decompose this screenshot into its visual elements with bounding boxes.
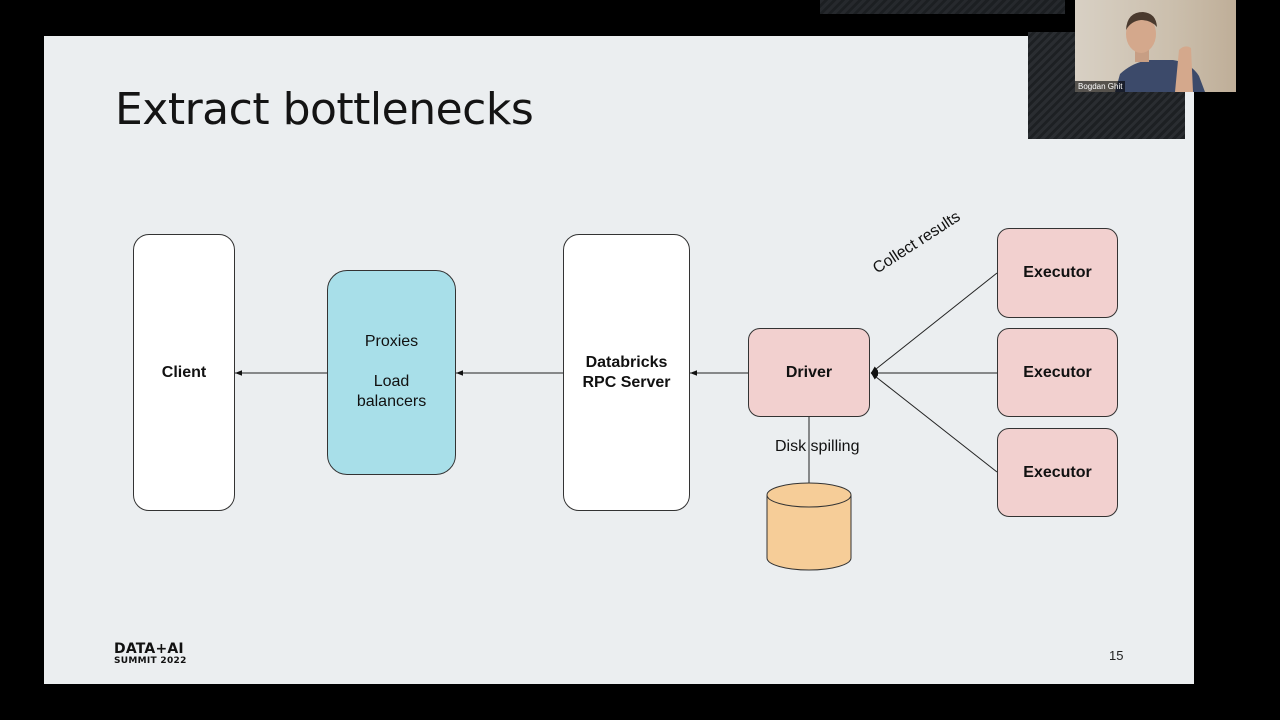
- page-number: 15: [1109, 648, 1124, 663]
- presentation-slide: Extract bottlenecks Client Proxies Load …: [44, 36, 1194, 684]
- speaker-video-tile[interactable]: Bogdan Ghit: [1075, 0, 1236, 92]
- driver-box: Driver: [748, 328, 870, 417]
- speaker-avatar-icon: [1115, 12, 1205, 92]
- arrow-executor-1-to-driver: [870, 272, 998, 374]
- executor-label: Executor: [1023, 264, 1092, 281]
- video-strip-fragment: [820, 0, 1065, 14]
- rpc-server-box: Databricks RPC Server: [563, 234, 690, 511]
- slide-title: Extract bottlenecks: [115, 84, 534, 135]
- arrow-executor-3-to-driver: [870, 372, 998, 473]
- disk-spilling-label: Disk spilling: [775, 438, 860, 455]
- load-balancers-label: Load balancers: [356, 373, 427, 410]
- client-box: Client: [133, 234, 235, 511]
- diagram-connectors: [235, 272, 998, 571]
- rpc-server-label: Databricks RPC Server: [582, 353, 671, 391]
- proxies-box: Proxies Load balancers: [327, 270, 456, 475]
- driver-label: Driver: [785, 363, 833, 381]
- proxies-label: Proxies: [364, 333, 419, 350]
- executor-box-2: Executor: [997, 328, 1118, 417]
- logo-line-1: DATA+AI: [114, 641, 184, 657]
- client-label: Client: [161, 363, 207, 381]
- logo-line-2: SUMMIT 2022: [114, 656, 187, 666]
- executor-label: Executor: [1023, 363, 1092, 381]
- speaker-name-tag: Bogdan Ghit: [1075, 81, 1126, 92]
- executor-label: Executor: [1023, 463, 1092, 481]
- disk-cylinder-icon: [766, 482, 852, 571]
- data-ai-summit-logo: DATA+AI SUMMIT 2022: [114, 642, 187, 666]
- executor-box-3: Executor: [997, 428, 1118, 517]
- executor-box-1: Executor: [997, 228, 1118, 318]
